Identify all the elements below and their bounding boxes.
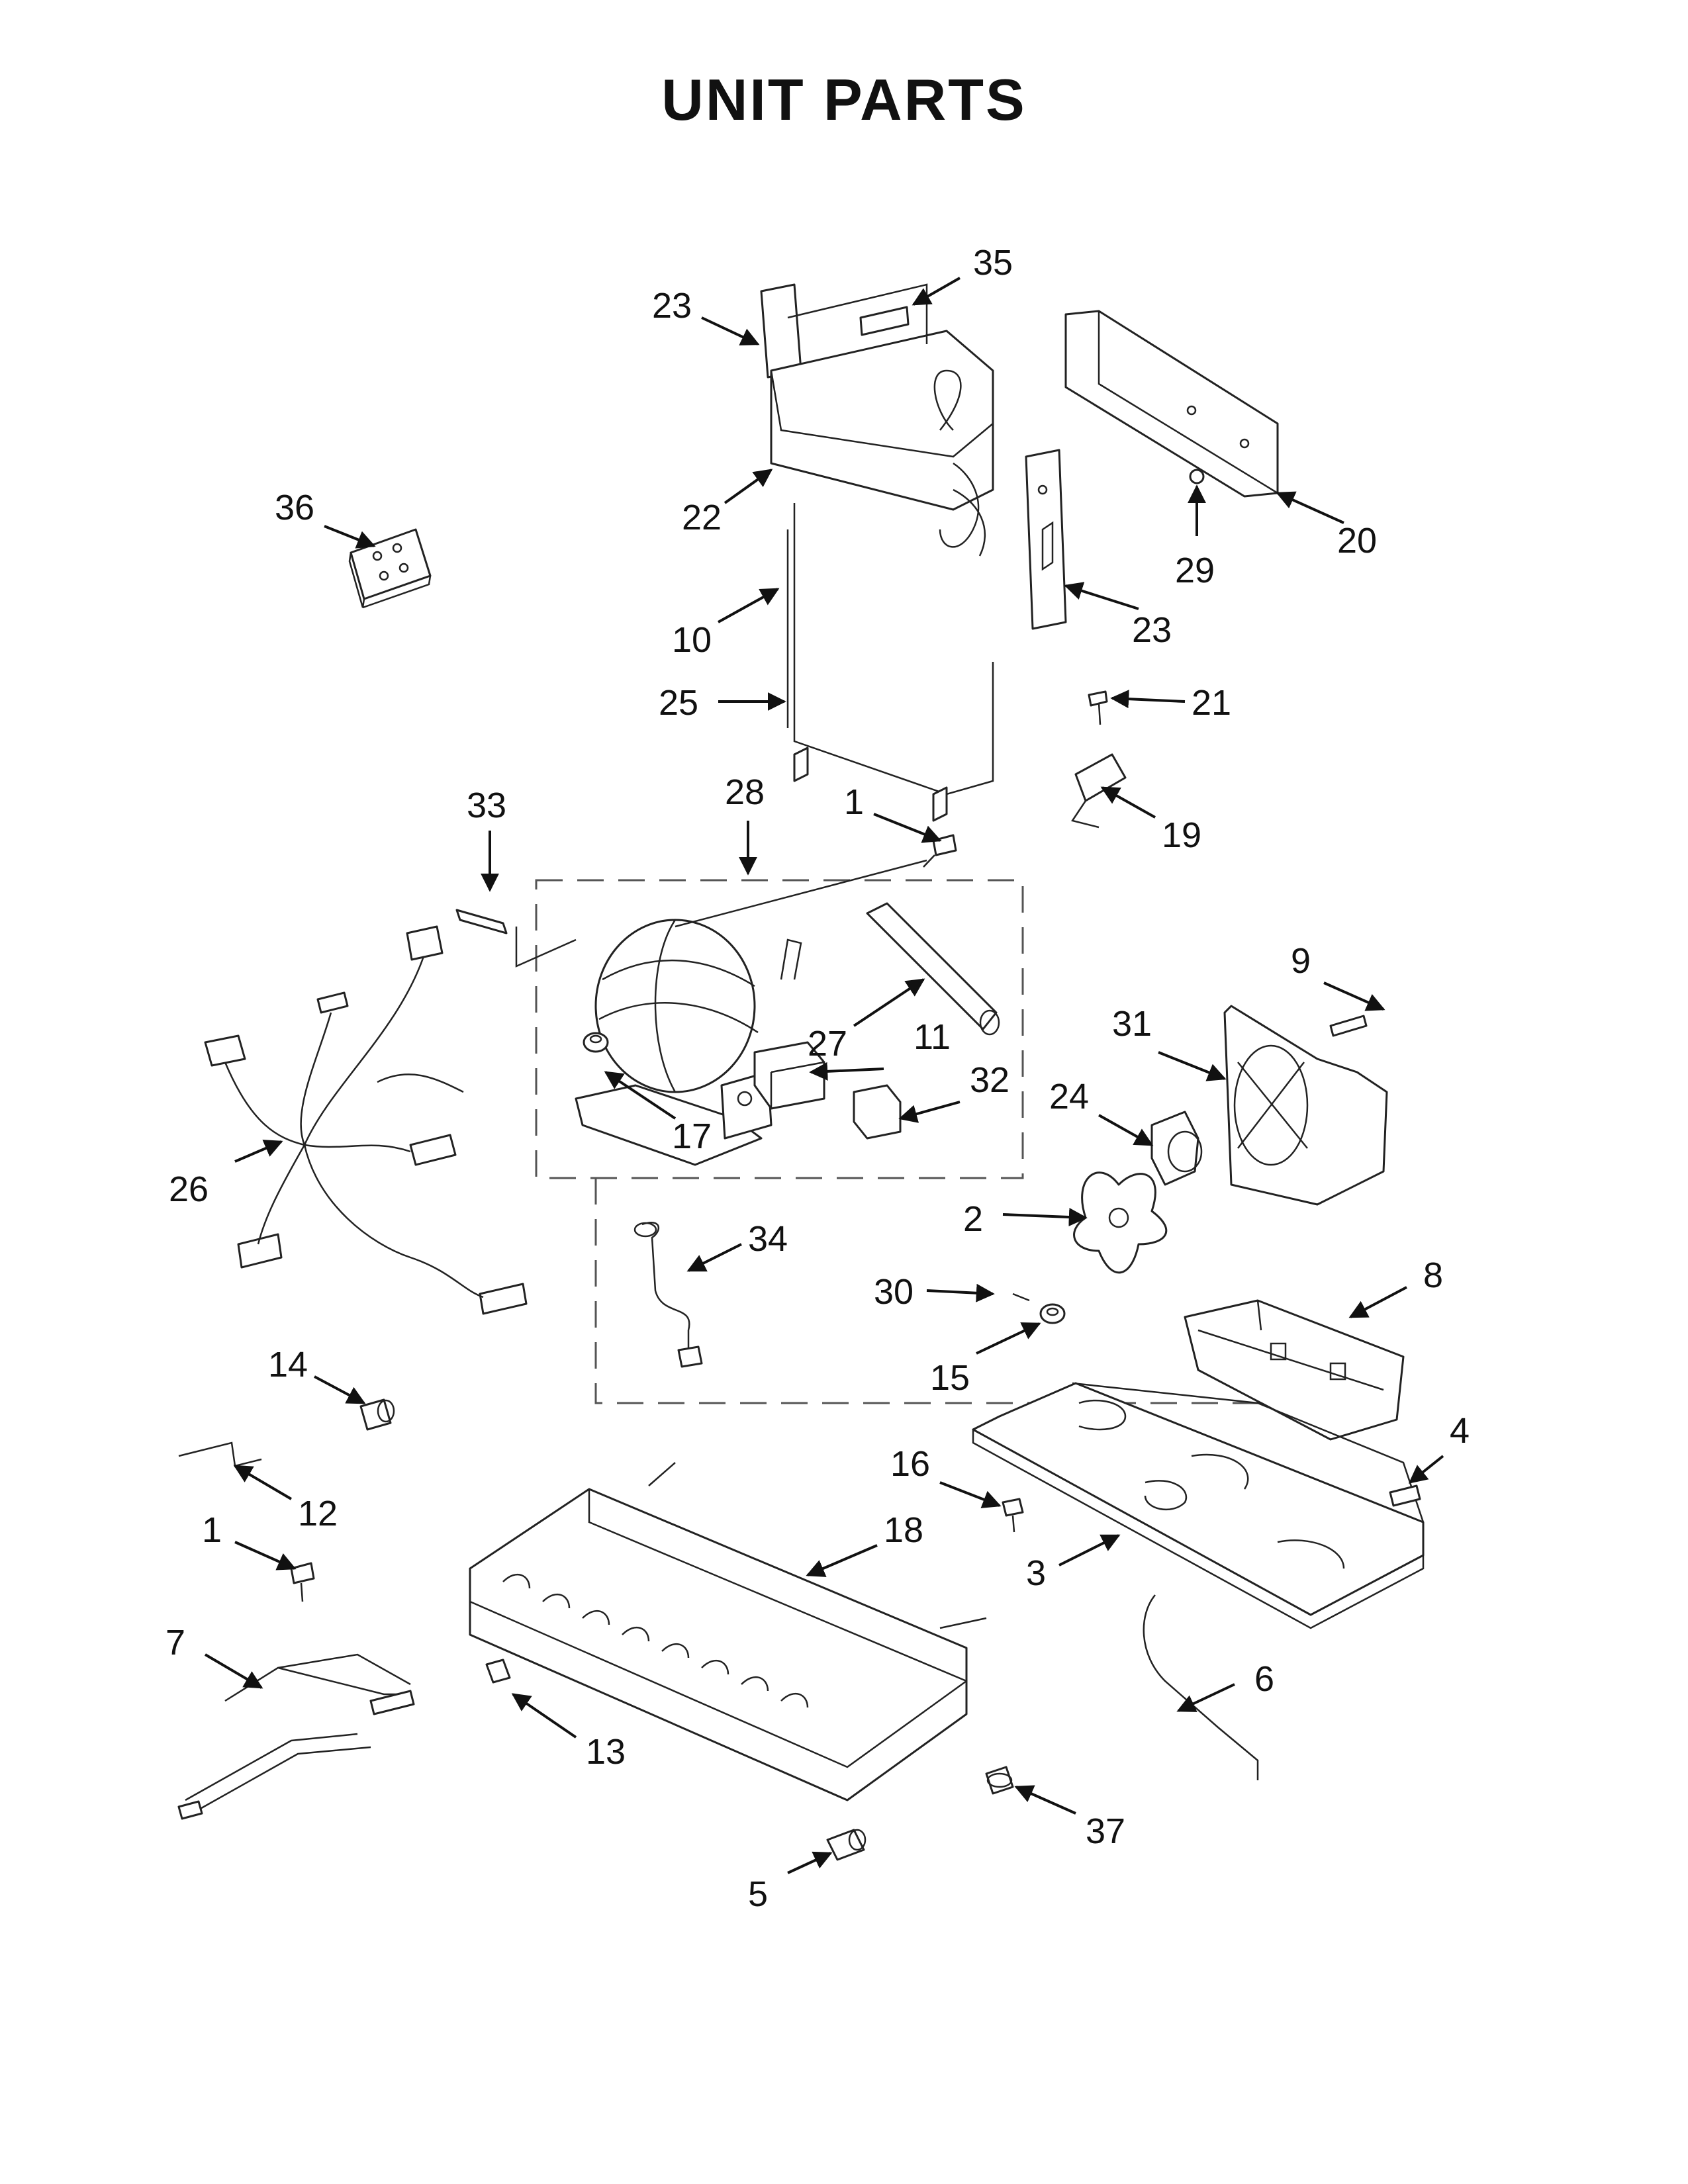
callout-23: 23: [652, 286, 692, 326]
grommet-5: [826, 1829, 867, 1861]
base-pan-3: [972, 1382, 1425, 1629]
tape-35: [859, 306, 910, 336]
callout-6: 6: [1254, 1659, 1274, 1699]
callout-29: 29: [1175, 551, 1215, 590]
callout-15: 15: [930, 1358, 970, 1398]
grommet-14: [359, 1398, 395, 1431]
callout-35: 35: [973, 243, 1013, 283]
callout-20: 20: [1337, 521, 1377, 561]
callout-30: 30: [874, 1272, 914, 1312]
callout-12: 12: [298, 1494, 338, 1533]
callout-8: 8: [1423, 1255, 1443, 1295]
evaporator-18: [469, 1462, 987, 1801]
screw-16: [1002, 1498, 1024, 1533]
callout-36: 36: [275, 488, 314, 527]
cover-32: [853, 1084, 902, 1140]
callout-5: 5: [748, 1874, 768, 1914]
compressor-group-outline: [535, 879, 1024, 1179]
callout-31: 31: [1112, 1004, 1152, 1044]
callout-1-upper: 1: [844, 782, 864, 822]
wire-12: [178, 1441, 262, 1467]
callout-28: 28: [725, 772, 765, 812]
callout-9: 9: [1291, 941, 1311, 981]
page-title: UNIT PARTS: [661, 67, 1027, 132]
callout-11: 11: [914, 1017, 951, 1057]
callout-24: 24: [1049, 1077, 1089, 1116]
leader-lines: [204, 277, 1444, 1874]
tube-34: [633, 1222, 703, 1368]
callout-16: 16: [890, 1444, 930, 1484]
callout-2: 2: [963, 1199, 983, 1239]
compressor-28: [575, 919, 802, 1166]
cover-20: [1064, 310, 1279, 498]
screw-21: [1088, 690, 1108, 725]
clip-19: [1070, 753, 1127, 829]
callout-27: 27: [808, 1024, 847, 1064]
clip-37: [985, 1766, 1014, 1795]
fan-shroud-31: [1223, 1005, 1388, 1206]
callout-19: 19: [1162, 815, 1201, 855]
heater-7: [177, 1653, 415, 1820]
fan-motor-24: [1150, 1111, 1203, 1186]
fan-blade-2: [1073, 1171, 1168, 1274]
callout-23-right: 23: [1132, 610, 1172, 650]
tube-6: [1143, 1594, 1259, 1780]
wire-harness-26: [204, 925, 528, 1315]
callout-13: 13: [586, 1732, 626, 1772]
callout-26: 26: [169, 1169, 209, 1209]
callout-21: 21: [1192, 683, 1231, 723]
screw-9: [1329, 1015, 1368, 1037]
bracket-8: [1184, 1299, 1405, 1441]
callout-1-lower: 1: [202, 1510, 222, 1550]
callout-4: 4: [1450, 1411, 1470, 1451]
grommet-15: [1039, 1303, 1066, 1324]
callout-7: 7: [165, 1623, 185, 1662]
callout-labels: 35 23 36 22 20 29 23 10 25 21 19 33 28 1…: [165, 243, 1470, 1914]
callout-3: 3: [1026, 1553, 1046, 1593]
clip-13: [485, 1659, 511, 1684]
bolt-1-lower: [290, 1562, 315, 1602]
bolt-1-upper: [675, 834, 957, 928]
screw-4: [1389, 1484, 1421, 1507]
clip-33: [455, 909, 508, 934]
bracket-23-right: [1025, 449, 1067, 630]
callout-10: 10: [672, 620, 712, 660]
callout-22: 22: [682, 498, 722, 537]
callout-37: 37: [1086, 1811, 1125, 1851]
callout-34: 34: [748, 1219, 788, 1259]
callout-18: 18: [884, 1510, 923, 1550]
drier-27: [866, 902, 1000, 1036]
callout-25: 25: [659, 683, 698, 723]
callout-17: 17: [672, 1116, 712, 1156]
grommet-17: [583, 1032, 609, 1053]
condenser-assembly-22: [760, 283, 994, 822]
callout-33: 33: [467, 786, 506, 825]
pin-30: [1012, 1293, 1030, 1302]
callout-14: 14: [268, 1345, 308, 1385]
nut-29: [1189, 469, 1205, 484]
callout-32: 32: [970, 1060, 1009, 1100]
